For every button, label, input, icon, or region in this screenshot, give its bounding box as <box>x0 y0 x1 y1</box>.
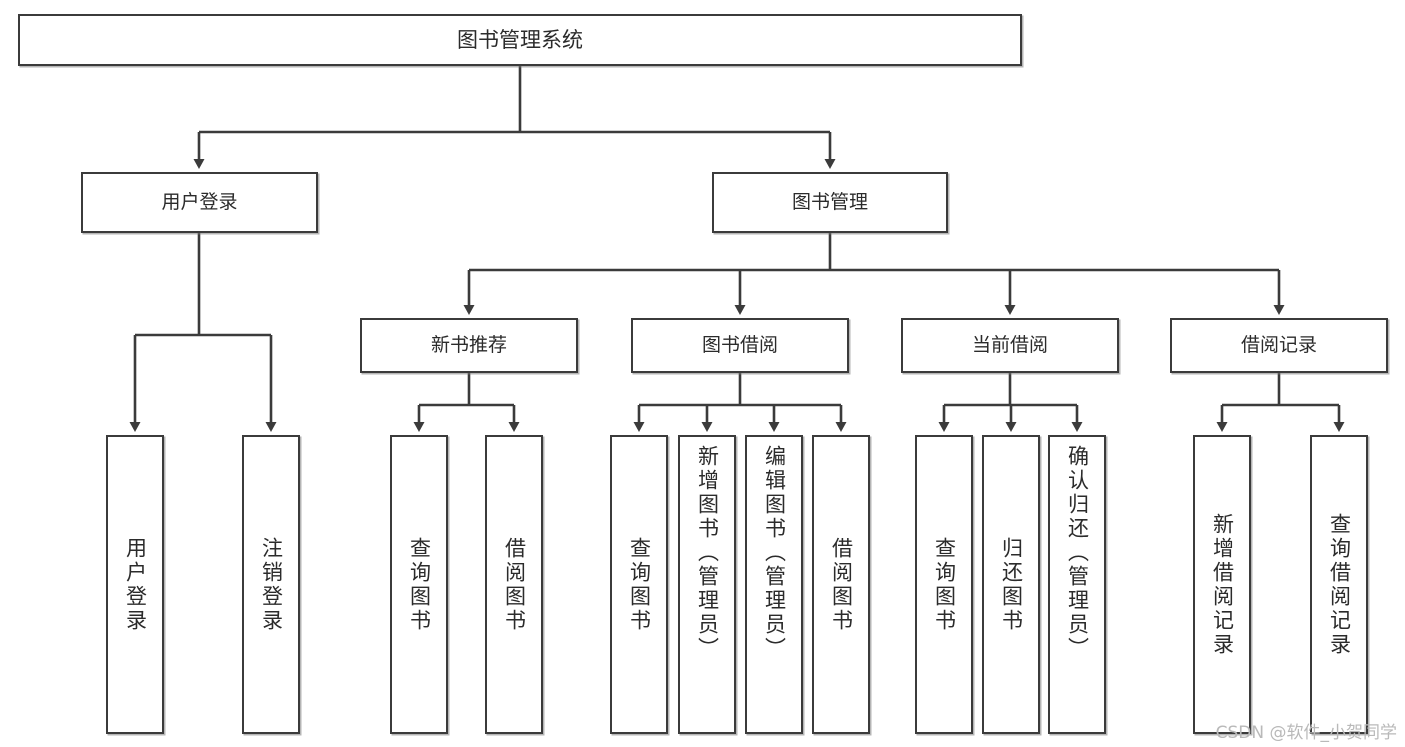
node-label: 注销登录 <box>259 536 284 633</box>
node-label: 新书推荐 <box>430 334 507 357</box>
leaf-confirm-return-admin[interactable]: 确认归还（管理员） <box>1048 435 1106 734</box>
node-current-borrow[interactable]: 当前借阅 <box>901 318 1119 373</box>
leaf-borrow-book-recommend[interactable]: 借阅图书 <box>485 435 543 734</box>
leaf-borrow-book[interactable]: 借阅图书 <box>812 435 870 734</box>
leaf-query-borrow-record[interactable]: 查询借阅记录 <box>1310 435 1368 734</box>
node-label: 确认归还（管理员） <box>1065 445 1090 661</box>
watermark: CSDN @软件_小贺同学 <box>1215 723 1397 743</box>
leaf-add-book-admin[interactable]: 新增图书（管理员） <box>678 435 736 734</box>
node-book-borrow[interactable]: 图书借阅 <box>631 318 849 373</box>
node-label: 图书管理系统 <box>457 27 583 52</box>
node-label: 借阅记录 <box>1240 334 1317 357</box>
node-label: 查询借阅记录 <box>1327 512 1352 657</box>
node-root-system[interactable]: 图书管理系统 <box>18 14 1022 66</box>
node-label: 借阅图书 <box>829 536 854 633</box>
leaf-query-book-current[interactable]: 查询图书 <box>915 435 973 734</box>
node-label: 查询图书 <box>932 536 957 633</box>
node-new-book-recommend[interactable]: 新书推荐 <box>360 318 578 373</box>
leaf-edit-book-admin[interactable]: 编辑图书（管理员） <box>745 435 803 734</box>
node-label: 图书借阅 <box>701 334 778 357</box>
leaf-query-book-borrow[interactable]: 查询图书 <box>610 435 668 734</box>
node-label: 查询图书 <box>627 536 652 633</box>
leaf-user-login[interactable]: 用户登录 <box>106 435 164 734</box>
node-borrow-record[interactable]: 借阅记录 <box>1170 318 1388 373</box>
node-label: 用户登录 <box>161 191 238 214</box>
node-label: 归还图书 <box>999 536 1024 633</box>
node-label: 当前借阅 <box>971 334 1048 357</box>
node-book-management[interactable]: 图书管理 <box>712 172 948 233</box>
node-label: 新增图书（管理员） <box>695 445 720 661</box>
node-label: 图书管理 <box>791 191 868 214</box>
leaf-return-book[interactable]: 归还图书 <box>982 435 1040 734</box>
node-label: 新增借阅记录 <box>1210 512 1235 657</box>
leaf-add-borrow-record[interactable]: 新增借阅记录 <box>1193 435 1251 734</box>
node-label: 编辑图书（管理员） <box>762 445 787 661</box>
node-label: 查询图书 <box>407 536 432 633</box>
node-user-login[interactable]: 用户登录 <box>81 172 318 233</box>
node-label: 用户登录 <box>123 536 148 633</box>
leaf-query-book-recommend[interactable]: 查询图书 <box>390 435 448 734</box>
leaf-user-logout[interactable]: 注销登录 <box>242 435 300 734</box>
node-label: 借阅图书 <box>502 536 527 633</box>
